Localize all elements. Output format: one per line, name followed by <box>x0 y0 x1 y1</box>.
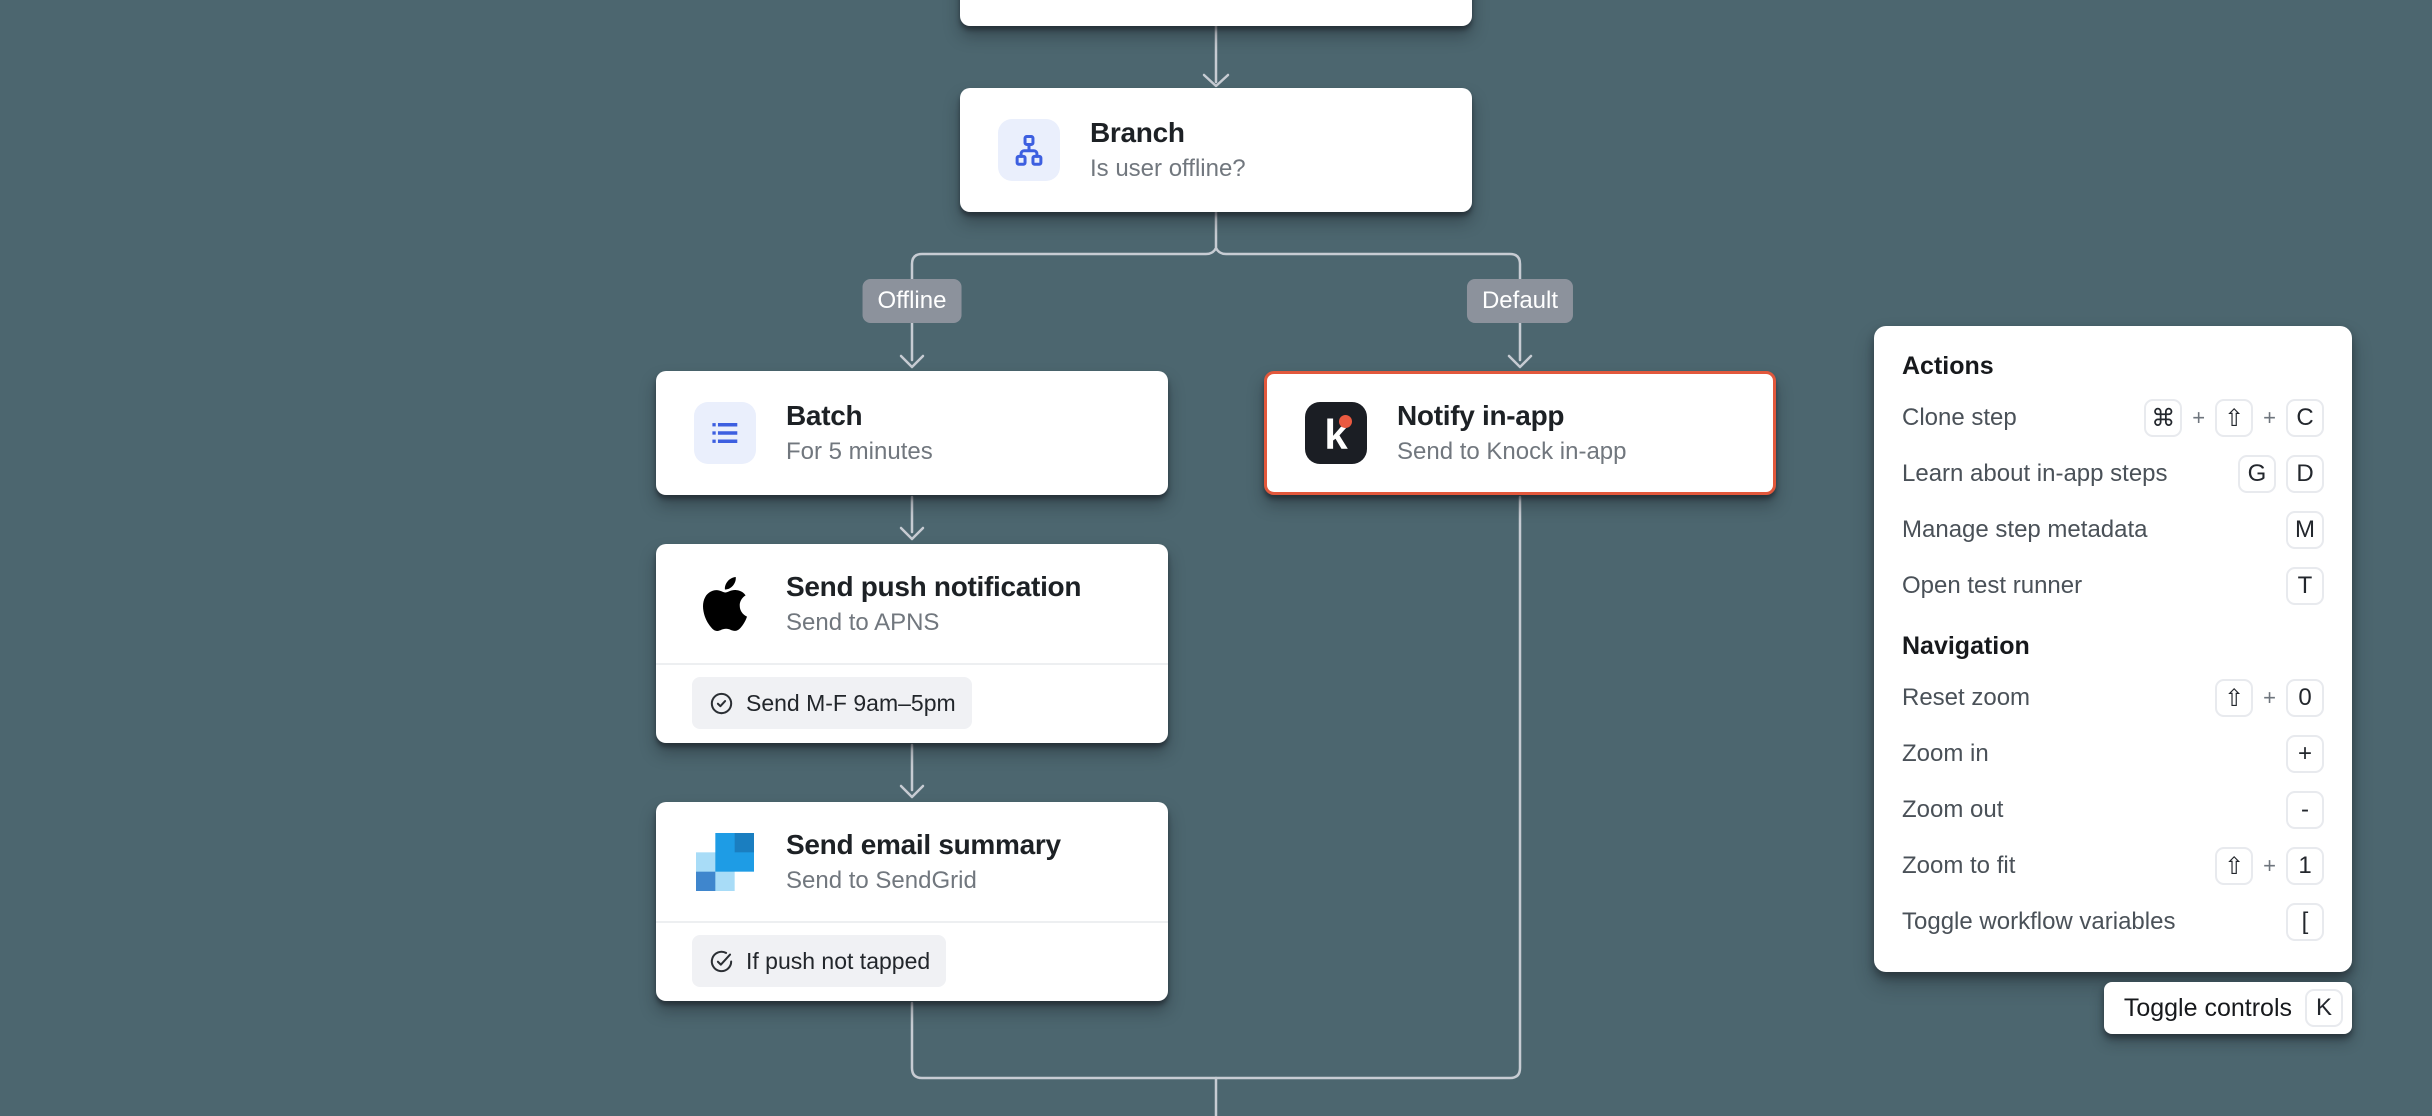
node-partial-top[interactable] <box>960 0 1472 26</box>
arrowhead-batch <box>899 354 925 369</box>
plus-separator: + <box>2263 405 2276 430</box>
node-notify-in-app[interactable]: k Notify in-app Send to Knock in-app <box>1264 371 1776 495</box>
d-key: D <box>2286 455 2324 493</box>
arrowhead-push <box>899 526 925 541</box>
node-subtitle: Send to Knock in-app <box>1397 438 1627 466</box>
batch-list-icon <box>694 402 756 464</box>
check-circle-icon <box>710 950 733 972</box>
shift-key: ⇧ <box>2215 399 2254 437</box>
section-title-navigation: Navigation <box>1902 632 2030 660</box>
plus-separator: + <box>2263 685 2276 710</box>
clock-check-icon <box>710 692 733 714</box>
shortcut-row-clone-step: Clone step ⌘ + ⇧ + C <box>1902 390 2324 446</box>
shortcut-row-reset-zoom: Reset zoom ⇧ + 0 <box>1902 670 2324 726</box>
shortcut-row-zoom-to-fit: Zoom to fit ⇧ + 1 <box>1902 838 2324 894</box>
node-branch[interactable]: Branch Is user offline? <box>960 88 1472 212</box>
edge-branch-split <box>910 246 1522 362</box>
arrowhead-email <box>899 784 925 799</box>
condition-badge: If push not tapped <box>692 935 947 987</box>
shortcut-row-test-runner: Open test runner T <box>1902 558 2324 614</box>
shortcut-row-zoom-in: Zoom in + <box>1902 726 2324 782</box>
node-send-push[interactable]: Send push notification Send to APNS Send… <box>656 544 1168 743</box>
t-key: T <box>2286 567 2324 605</box>
node-title: Batch <box>786 400 863 432</box>
node-subtitle: Is user offline? <box>1090 155 1246 183</box>
edge-label-offline: Offline <box>862 279 962 323</box>
section-title-actions: Actions <box>1902 352 1994 380</box>
knock-dot <box>1339 415 1352 428</box>
node-subtitle: Send to APNS <box>786 608 940 636</box>
c-key: C <box>2286 399 2324 437</box>
toggle-controls-button[interactable]: Toggle controls K <box>2103 982 2352 1034</box>
k-key: K <box>2305 989 2343 1027</box>
node-title: Send email summary <box>786 828 1061 860</box>
one-key: 1 <box>2286 847 2324 885</box>
shortcuts-panel: Actions Clone step ⌘ + ⇧ + C Learn about… <box>1874 326 2352 972</box>
toggle-controls-label: Toggle controls <box>2123 993 2292 1022</box>
zero-key: 0 <box>2286 679 2324 717</box>
minus-key: - <box>2286 791 2324 829</box>
node-batch[interactable]: Batch For 5 minutes <box>656 371 1168 495</box>
g-key: G <box>2238 455 2276 493</box>
shift-key: ⇧ <box>2215 847 2254 885</box>
sendgrid-icon <box>694 831 756 893</box>
shift-key: ⇧ <box>2215 679 2254 717</box>
plus-separator: + <box>2263 853 2276 878</box>
arrowhead-notify <box>1507 354 1533 369</box>
node-title: Send push notification <box>786 570 1082 602</box>
arrowhead-branch <box>1202 73 1230 88</box>
shortcut-row-learn-in-app: Learn about in-app steps G D <box>1902 446 2324 502</box>
bracket-key: [ <box>2286 903 2324 941</box>
command-key: ⌘ <box>2144 399 2183 437</box>
plus-key: + <box>2286 735 2324 773</box>
schedule-badge: Send M-F 9am–5pm <box>692 677 972 729</box>
shortcut-row-manage-metadata: Manage step metadata M <box>1902 502 2324 558</box>
node-subtitle: For 5 minutes <box>786 438 933 466</box>
m-key: M <box>2286 511 2324 549</box>
node-title: Branch <box>1090 117 1185 149</box>
knock-icon: k <box>1305 402 1367 464</box>
shortcut-row-toggle-variables: Toggle workflow variables [ <box>1902 894 2324 950</box>
node-title: Notify in-app <box>1397 400 1565 432</box>
edge-label-default: Default <box>1466 279 1574 323</box>
plus-separator: + <box>2192 405 2206 430</box>
node-subtitle: Send to SendGrid <box>786 866 977 894</box>
shortcut-row-zoom-out: Zoom out - <box>1902 782 2324 838</box>
node-send-email[interactable]: Send email summary Send to SendGrid If p… <box>656 802 1168 1001</box>
apple-icon <box>694 573 756 635</box>
branch-icon <box>998 119 1060 181</box>
